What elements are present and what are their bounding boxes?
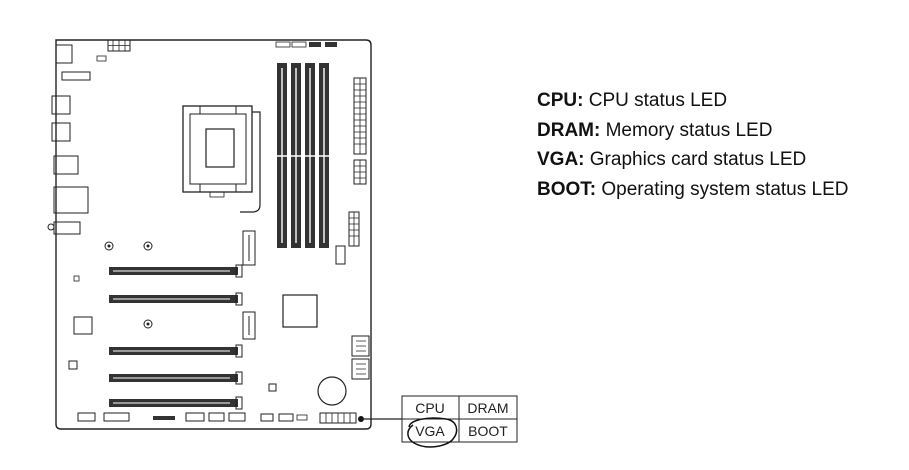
led-label-dram: DRAM [467, 400, 508, 416]
header [335, 245, 346, 265]
led-label-cpu: CPU [415, 400, 445, 416]
m2-slot [242, 311, 256, 340]
pcie-slot [109, 264, 243, 278]
sata-connector [351, 358, 370, 380]
header [96, 55, 107, 62]
pcie-slot [109, 292, 243, 306]
led-label-box: CPU DRAM VGA BOOT [401, 395, 518, 448]
pcie-slot [109, 344, 243, 358]
io-port [53, 186, 89, 214]
header [278, 413, 294, 422]
m2-slot [242, 230, 256, 266]
cpu-socket-center [205, 128, 235, 168]
header [228, 412, 246, 422]
pcie-slot [109, 371, 243, 385]
led-label-vga: VGA [415, 423, 445, 439]
legend-row-dram: DRAM: Memory status LED [537, 116, 849, 146]
legend-row-boot: BOOT: Operating system status LED [537, 175, 849, 205]
pcie-slot [109, 396, 243, 410]
io-port [55, 44, 73, 64]
legend-key: VGA: [537, 149, 585, 170]
io-port [53, 221, 81, 235]
io-jack [47, 223, 55, 231]
legend-row-vga: VGA: Graphics card status LED [537, 145, 849, 175]
io-port [53, 155, 79, 175]
hand-drawn-circle [407, 417, 458, 448]
io-port [51, 122, 71, 142]
legend-desc: Operating system status LED [601, 178, 849, 200]
led-legend: CPU: CPU status LED DRAM: Memory status … [537, 86, 849, 204]
header [275, 41, 291, 48]
sata-connector [351, 335, 370, 357]
cpu-socket [182, 105, 253, 193]
cmos-battery [317, 376, 347, 406]
header [291, 41, 307, 48]
header [260, 413, 274, 422]
header [77, 412, 96, 422]
io-port [61, 71, 91, 81]
legend-desc: CPU status LED [588, 90, 728, 111]
legend-desc: Memory status LED [605, 119, 773, 141]
cpu-socket-frame [189, 113, 247, 185]
chipset [282, 294, 318, 328]
legend-desc: Graphics card status LED [589, 149, 807, 170]
socket-lever [240, 111, 261, 213]
legend-row-cpu: CPU: CPU status LED [537, 86, 849, 116]
legend-key: BOOT: [537, 178, 597, 200]
header [208, 412, 225, 422]
header [309, 42, 321, 47]
legend-key: DRAM: [537, 119, 601, 141]
header [325, 42, 337, 47]
legend-key: CPU: [537, 90, 584, 111]
header [185, 412, 205, 422]
board-outline [55, 39, 372, 430]
header [103, 412, 130, 422]
led-label-boot: BOOT [468, 423, 508, 439]
io-port [51, 95, 71, 115]
